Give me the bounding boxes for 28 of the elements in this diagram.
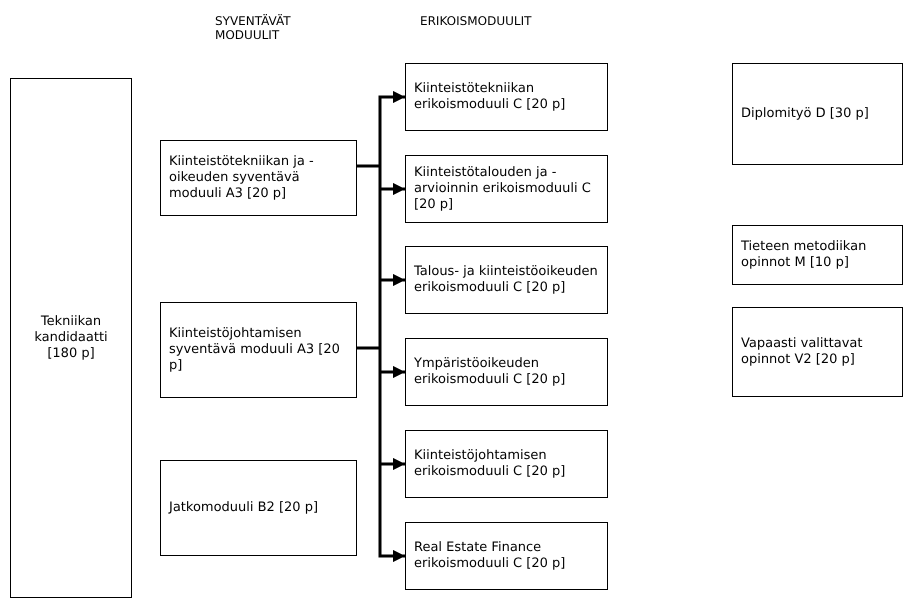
- module-label: Kiinteistötekniikan ja -oikeuden syventävä moduuli A3 [20 p]: [169, 154, 315, 202]
- column-heading: ERIKOISMODUULIT: [420, 14, 532, 28]
- module-label: Real Estate Finance erikoismoduuli C [20 p]: [414, 540, 566, 572]
- module-box: [405, 522, 608, 590]
- module-box: [405, 338, 608, 406]
- module-label: Tieteen metodiikan opinnot M [10 p]: [741, 239, 868, 271]
- module-label: Jatkomoduuli B2 [20 p]: [169, 500, 320, 516]
- module-label: Ympäristöoikeuden erikoismoduuli C [20 p]: [414, 356, 566, 388]
- module-label: Talous- ja kiinteistöoikeuden erikoismoduuli C [20 p]: [414, 264, 599, 296]
- module-box: [160, 140, 357, 216]
- module-label: Diplomityö D [30 p]: [741, 106, 870, 122]
- module-box: [405, 430, 608, 498]
- module-box: [732, 225, 903, 285]
- module-box: [732, 63, 903, 165]
- module-label: Kiinteistöjohtamisen erikoismoduuli C [20 p]: [414, 448, 566, 480]
- module-box: [10, 78, 132, 598]
- module-box: [160, 460, 357, 556]
- column-heading: SYVENTÄVÄT MODUULIT: [215, 14, 292, 42]
- module-label: Kiinteistötalouden ja -arvioinnin erikoismoduuli C [20 p]: [414, 165, 592, 213]
- module-label: Kiinteistöjohtamisen syventävä moduuli A3 [20 p]: [169, 326, 341, 374]
- module-label: Kiinteistötekniikan erikoismoduuli C [20 p]: [414, 81, 566, 113]
- module-box: [405, 63, 608, 131]
- module-box: [405, 155, 608, 223]
- module-label: Vapaasti valittavat opinnot V2 [20 p]: [741, 336, 864, 368]
- module-box: [160, 302, 357, 398]
- module-box: [405, 246, 608, 314]
- module-box: [732, 307, 903, 397]
- module-label: Tekniikan kandidaatti [180 p]: [33, 314, 109, 362]
